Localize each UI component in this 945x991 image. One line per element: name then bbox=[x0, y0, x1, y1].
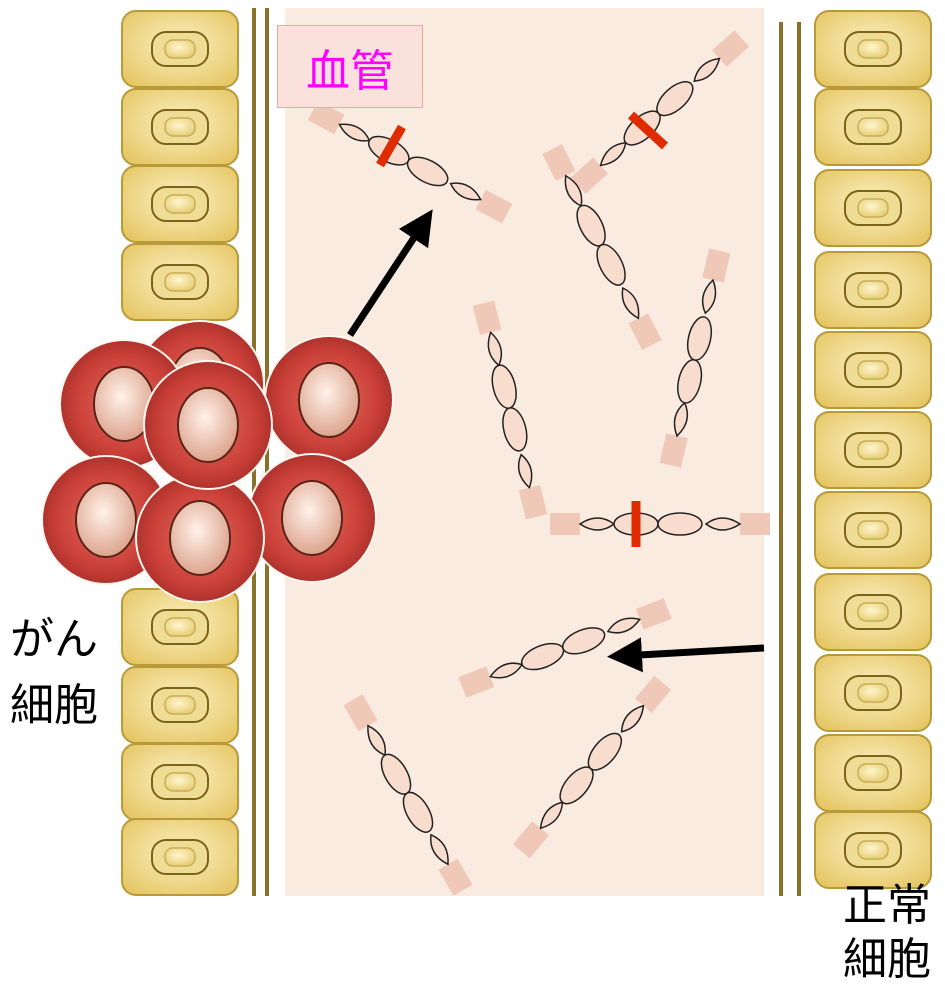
normal-cell-icon bbox=[122, 667, 238, 743]
normal-cell-icon bbox=[815, 89, 931, 165]
normal-cell-icon bbox=[122, 819, 238, 895]
normal-cell-label-line2: 細胞 bbox=[843, 934, 931, 986]
normal-cell-icon bbox=[815, 574, 931, 650]
normal-cell-icon bbox=[815, 11, 931, 87]
normal-cell-icon bbox=[122, 244, 238, 320]
vessel-wall-right bbox=[781, 22, 799, 896]
normal-cell-icon bbox=[815, 170, 931, 246]
normal-cell-icon bbox=[815, 252, 931, 328]
normal-cell-icon bbox=[815, 655, 931, 731]
normal-cell-icon bbox=[815, 412, 931, 488]
cancer-cell-label-line1: がん bbox=[10, 614, 98, 666]
normal-cell-icon bbox=[815, 332, 931, 408]
cancer-cell-label-line2: 細胞 bbox=[10, 680, 98, 732]
normal-cell-icon bbox=[122, 11, 238, 87]
vessel-label: 血管 bbox=[277, 25, 423, 108]
cancer-cell-icon bbox=[144, 361, 272, 489]
normal-cell-label-line1: 正常 bbox=[843, 880, 931, 932]
cancer-cell-icon bbox=[265, 336, 393, 464]
normal-cell-icon bbox=[815, 735, 931, 811]
normal-cell-icon bbox=[122, 589, 238, 665]
normal-cell-icon bbox=[122, 166, 238, 242]
normal-cell-icon bbox=[815, 812, 931, 888]
normal-cell-icon bbox=[815, 492, 931, 568]
normal-cells-right bbox=[815, 11, 931, 888]
vessel-label-text: 血管 bbox=[306, 35, 394, 99]
cancer-cell-cluster bbox=[42, 321, 393, 602]
normal-cell-icon bbox=[122, 744, 238, 820]
cancer-cell-icon bbox=[248, 454, 376, 582]
normal-cell-icon bbox=[122, 89, 238, 165]
cancer-cell-icon bbox=[136, 474, 264, 602]
